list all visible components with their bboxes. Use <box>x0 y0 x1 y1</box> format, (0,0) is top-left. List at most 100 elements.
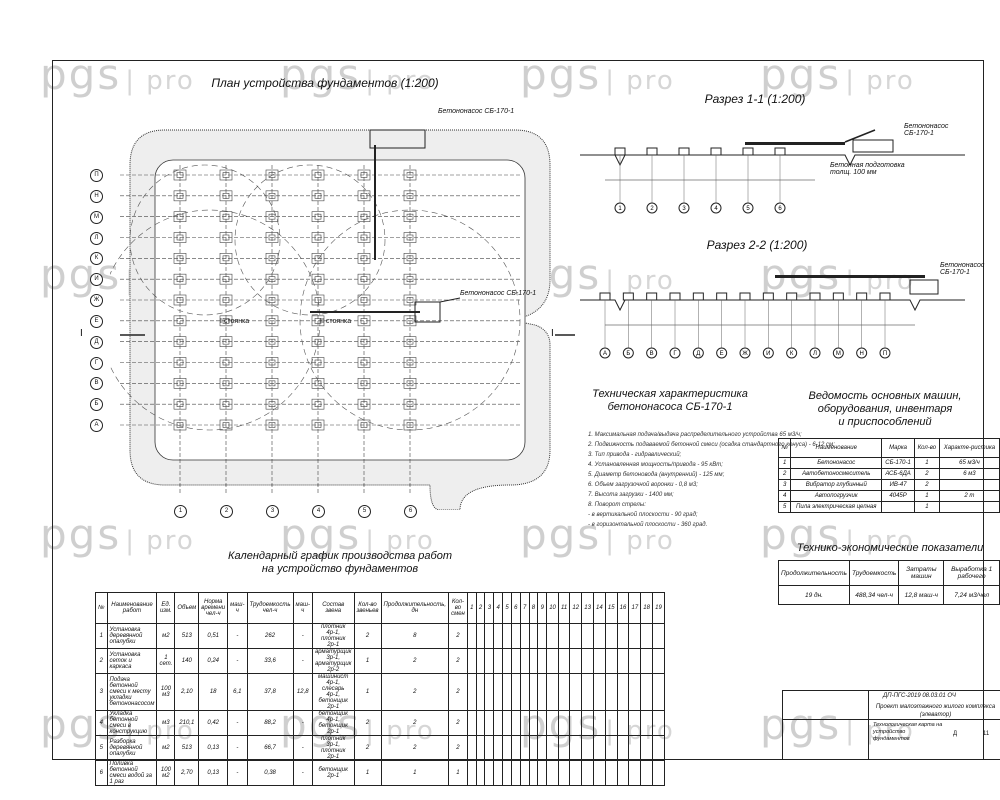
table-cell: м3 <box>156 710 176 736</box>
foundation-footing <box>219 336 233 347</box>
table-cell: 1 <box>777 457 792 469</box>
foundation-footing <box>357 357 371 368</box>
teco-header-cell: Трудоемкость <box>848 560 900 586</box>
foundation-footing <box>265 398 279 410</box>
table-cell: машинист 4р-1, слесарь 4р-1, бетонщик 2р… <box>311 673 355 711</box>
foundation-footing <box>173 315 187 327</box>
teco-value-cell: 12,8 маш-ч <box>898 585 945 605</box>
teco-header-cell: Продолжительность <box>778 560 850 586</box>
tech-title-line2: бетононасоса СБ-170-1 <box>607 401 733 413</box>
stamp-sheet-title: Технологическая карта на устройство фунд… <box>873 722 943 742</box>
table-cell: 1 <box>380 760 450 786</box>
table-cell: 1 <box>913 490 940 502</box>
section-footing <box>809 292 821 301</box>
foundation-footing <box>265 294 279 306</box>
table-cell: 2 <box>353 735 382 761</box>
section-footing <box>739 292 751 301</box>
section-axis-label: П <box>883 351 887 357</box>
section-axis-label: А <box>603 351 607 357</box>
vedomost-title-line1: Ведомость основных машин, <box>808 390 962 402</box>
row-axis-label: П <box>90 169 103 182</box>
foundation-footing <box>403 357 417 368</box>
foundation-footing <box>219 190 233 202</box>
table-cell: Автопогрузчик <box>790 490 883 502</box>
table-cell: 4 <box>777 490 792 502</box>
stop-label-2: II стоянка <box>320 318 352 325</box>
table-cell: 1 <box>913 457 940 469</box>
table-cell: Бетононасос <box>790 457 883 469</box>
row-axis-label: К <box>90 252 103 266</box>
section-footing <box>879 292 891 301</box>
table-cell: 1 <box>353 760 382 786</box>
schedule-day-cell: 2 <box>475 592 486 624</box>
row-axis-label: Л <box>90 231 103 245</box>
section-axis-label: 1 <box>618 206 622 212</box>
foundation-footing <box>265 336 279 347</box>
table-cell: плотник 4р-1, плотник 2р-1 <box>311 623 355 649</box>
table-cell: 2 <box>448 673 468 711</box>
section-axis-label: 3 <box>682 206 686 212</box>
schedule-header-cell: Норма времени чел-ч <box>198 592 229 624</box>
foundation-footing <box>403 273 417 285</box>
schedule-header-cell: Продолжительность, дн <box>380 592 450 624</box>
foundation-footing <box>219 273 233 285</box>
table-cell: 2 <box>380 710 450 736</box>
foundation-footing <box>357 336 371 347</box>
teco-value-cell: 7,24 м3/чел <box>943 585 1000 605</box>
table-cell: 2 <box>448 710 468 736</box>
teco-header-cell: Выработка 1 рабочего <box>943 560 1000 586</box>
table-cell: 2 т <box>938 490 1000 502</box>
schedule-day-cell: 5 <box>502 592 512 624</box>
schedule-header-cell: № <box>95 592 108 624</box>
section-axis-label: Н <box>859 351 863 357</box>
table-cell: Вибратор глубинный <box>790 479 883 491</box>
section-footing <box>832 292 844 301</box>
table-cell: 210,1 <box>174 710 200 736</box>
foundation-footing <box>265 315 279 327</box>
foundation-footing <box>173 398 187 410</box>
foundation-footing <box>265 211 279 222</box>
row-axis-label: Б <box>90 398 103 412</box>
foundation-footing <box>219 315 233 327</box>
table-cell: 2 <box>913 468 940 480</box>
table-cell: Укладка бетонной смеси в конструкцию <box>106 710 158 736</box>
table-cell: 1 сет. <box>156 648 176 674</box>
row-axis-label: Г <box>90 356 103 370</box>
stamp-project: Проект малоэтажного жилого комплекса (эл… <box>875 704 996 718</box>
table-cell: - <box>292 710 313 736</box>
table-cell: 12,8 <box>292 673 313 711</box>
table-cell: бетонщик 4р-1, бетонщик 2р-1 <box>311 710 355 736</box>
schedule-day-cell: 7 <box>519 592 530 624</box>
section-footing <box>774 147 786 156</box>
table-cell <box>881 501 915 513</box>
schedule-header-cell: Кол-во смен <box>448 592 468 624</box>
foundation-footing <box>265 378 279 389</box>
tech-item: 8. Поворот стрелы: <box>588 502 646 508</box>
foundation-footing <box>219 357 233 368</box>
foundation-footing <box>173 211 187 222</box>
foundation-footing <box>311 357 325 368</box>
foundation-footing <box>403 315 417 327</box>
row-axis-label: Е <box>90 314 103 328</box>
section11-pump-label: Бетононасос СБ-170-1 <box>904 123 949 137</box>
row-axis-label: Д <box>90 335 103 349</box>
foundation-footing <box>403 232 417 243</box>
schedule-day-cell: 12 <box>569 592 583 624</box>
section-footing <box>716 292 728 301</box>
tech-item: 4. Установленная мощность/привода - 95 к… <box>588 462 723 468</box>
foundation-footing <box>219 398 233 410</box>
table-cell: 0,38 <box>246 760 294 786</box>
table-cell: 262 <box>246 623 294 649</box>
table-cell: 6 м3 <box>938 468 1000 480</box>
section-footing <box>669 292 681 301</box>
tech-title-line1: Техническая характеристика <box>592 388 748 400</box>
tech-item: 1. Максимальная подача/выдача распредели… <box>588 432 802 438</box>
foundation-footing <box>403 378 417 389</box>
foundation-footing <box>357 315 371 327</box>
table-cell <box>938 501 1000 513</box>
schedule-day-cell: 11 <box>557 592 571 624</box>
table-cell: - <box>227 623 248 649</box>
stamp-stage: Д <box>953 731 958 737</box>
